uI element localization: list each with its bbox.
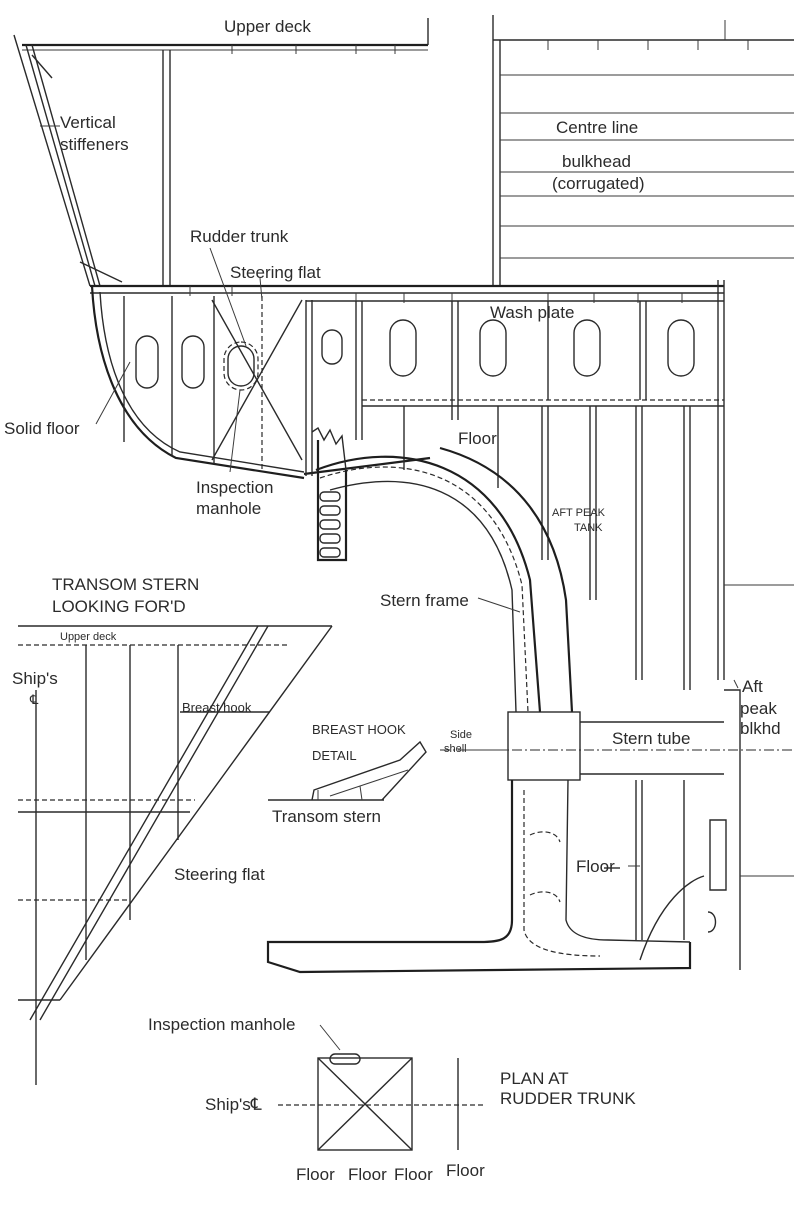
upper-deck-structure (13, 18, 429, 287)
label-floor-1: Floor (458, 429, 497, 448)
label-floor-2: Floor (576, 857, 615, 876)
label-centre-line-2: bulkhead (562, 152, 631, 171)
label-aft-peak-tank-2: TANK (574, 522, 603, 534)
label-stern-tube: Stern tube (612, 729, 690, 748)
lower-sternpost (266, 779, 794, 974)
label-plan-floor-3: Floor (394, 1165, 433, 1184)
steering-flat-deck (90, 280, 725, 680)
label-breast-hook: Breast hook (182, 700, 252, 715)
label-solid-floor: Solid floor (4, 419, 80, 438)
label-vertical-stiffeners-2: stiffeners (60, 135, 129, 154)
breast-hook-detail (268, 740, 427, 801)
label-transom-title-2: LOOKING FOR'D (52, 597, 186, 616)
label-plan-floor-4: Floor (446, 1161, 485, 1180)
label-plan-title-1: PLAN AT (500, 1069, 569, 1088)
aft-floors (321, 301, 724, 690)
label-inspection-manhole-1: Inspection (196, 478, 274, 497)
label-aft-peak-3: blkhd (740, 719, 781, 738)
label-side-shell-2: shell (444, 743, 467, 755)
label-breast-hook-detail-1: BREAST HOOK (312, 722, 406, 737)
stern-frame (311, 426, 574, 713)
label-vertical-stiffeners-1: Vertical (60, 113, 116, 132)
label-centre-line-3: (corrugated) (552, 174, 645, 193)
label-inspection-manhole-2: manhole (196, 499, 261, 518)
stern-tube-boss (440, 584, 794, 970)
label-plan-floor-1: Floor (296, 1165, 335, 1184)
label-stern-frame: Stern frame (380, 591, 469, 610)
label-side-shell-1: Side (450, 729, 472, 741)
label-upper-deck: Upper deck (224, 17, 311, 36)
label-centre-line-1: Centre line (556, 118, 638, 137)
labels: Upper deck Vertical stiffeners Centre li… (4, 17, 781, 1184)
label-plan-title-2: RUDDER TRUNK (500, 1089, 636, 1108)
label-aft-peak-1: Aft (742, 677, 763, 696)
leader-lines (40, 125, 640, 1051)
label-rudder-trunk: Rudder trunk (190, 227, 289, 246)
label-wash-plate: Wash plate (490, 303, 574, 322)
label-inspection-manhole-plan: Inspection manhole (148, 1015, 295, 1034)
label-upper-deck-small: Upper deck (60, 631, 117, 643)
solid-floors (123, 296, 313, 476)
label-transom-stern: Transom stern (272, 807, 381, 826)
label-transom-title-1: TRANSOM STERN (52, 575, 199, 594)
label-plan-floor-2: Floor (348, 1165, 387, 1184)
label-ships-cl-1: Ship's (12, 669, 58, 688)
label-aft-peak-2: peak (740, 699, 777, 718)
centre-line-bulkhead (492, 15, 794, 286)
label-aft-peak-tank-1: AFT PEAK (552, 507, 606, 519)
label-breast-hook-detail-2: DETAIL (312, 748, 357, 763)
hull-shell (90, 285, 431, 480)
label-ships-cl-2: ℄ (29, 692, 39, 707)
label-ships-cl-plan: Ship's℄ (205, 1095, 262, 1114)
transom-view (18, 625, 333, 1085)
label-steering-flat: Steering flat (230, 263, 321, 282)
label-steering-flat-2: Steering flat (174, 865, 265, 884)
rudder-trunk-plan (278, 1053, 484, 1151)
